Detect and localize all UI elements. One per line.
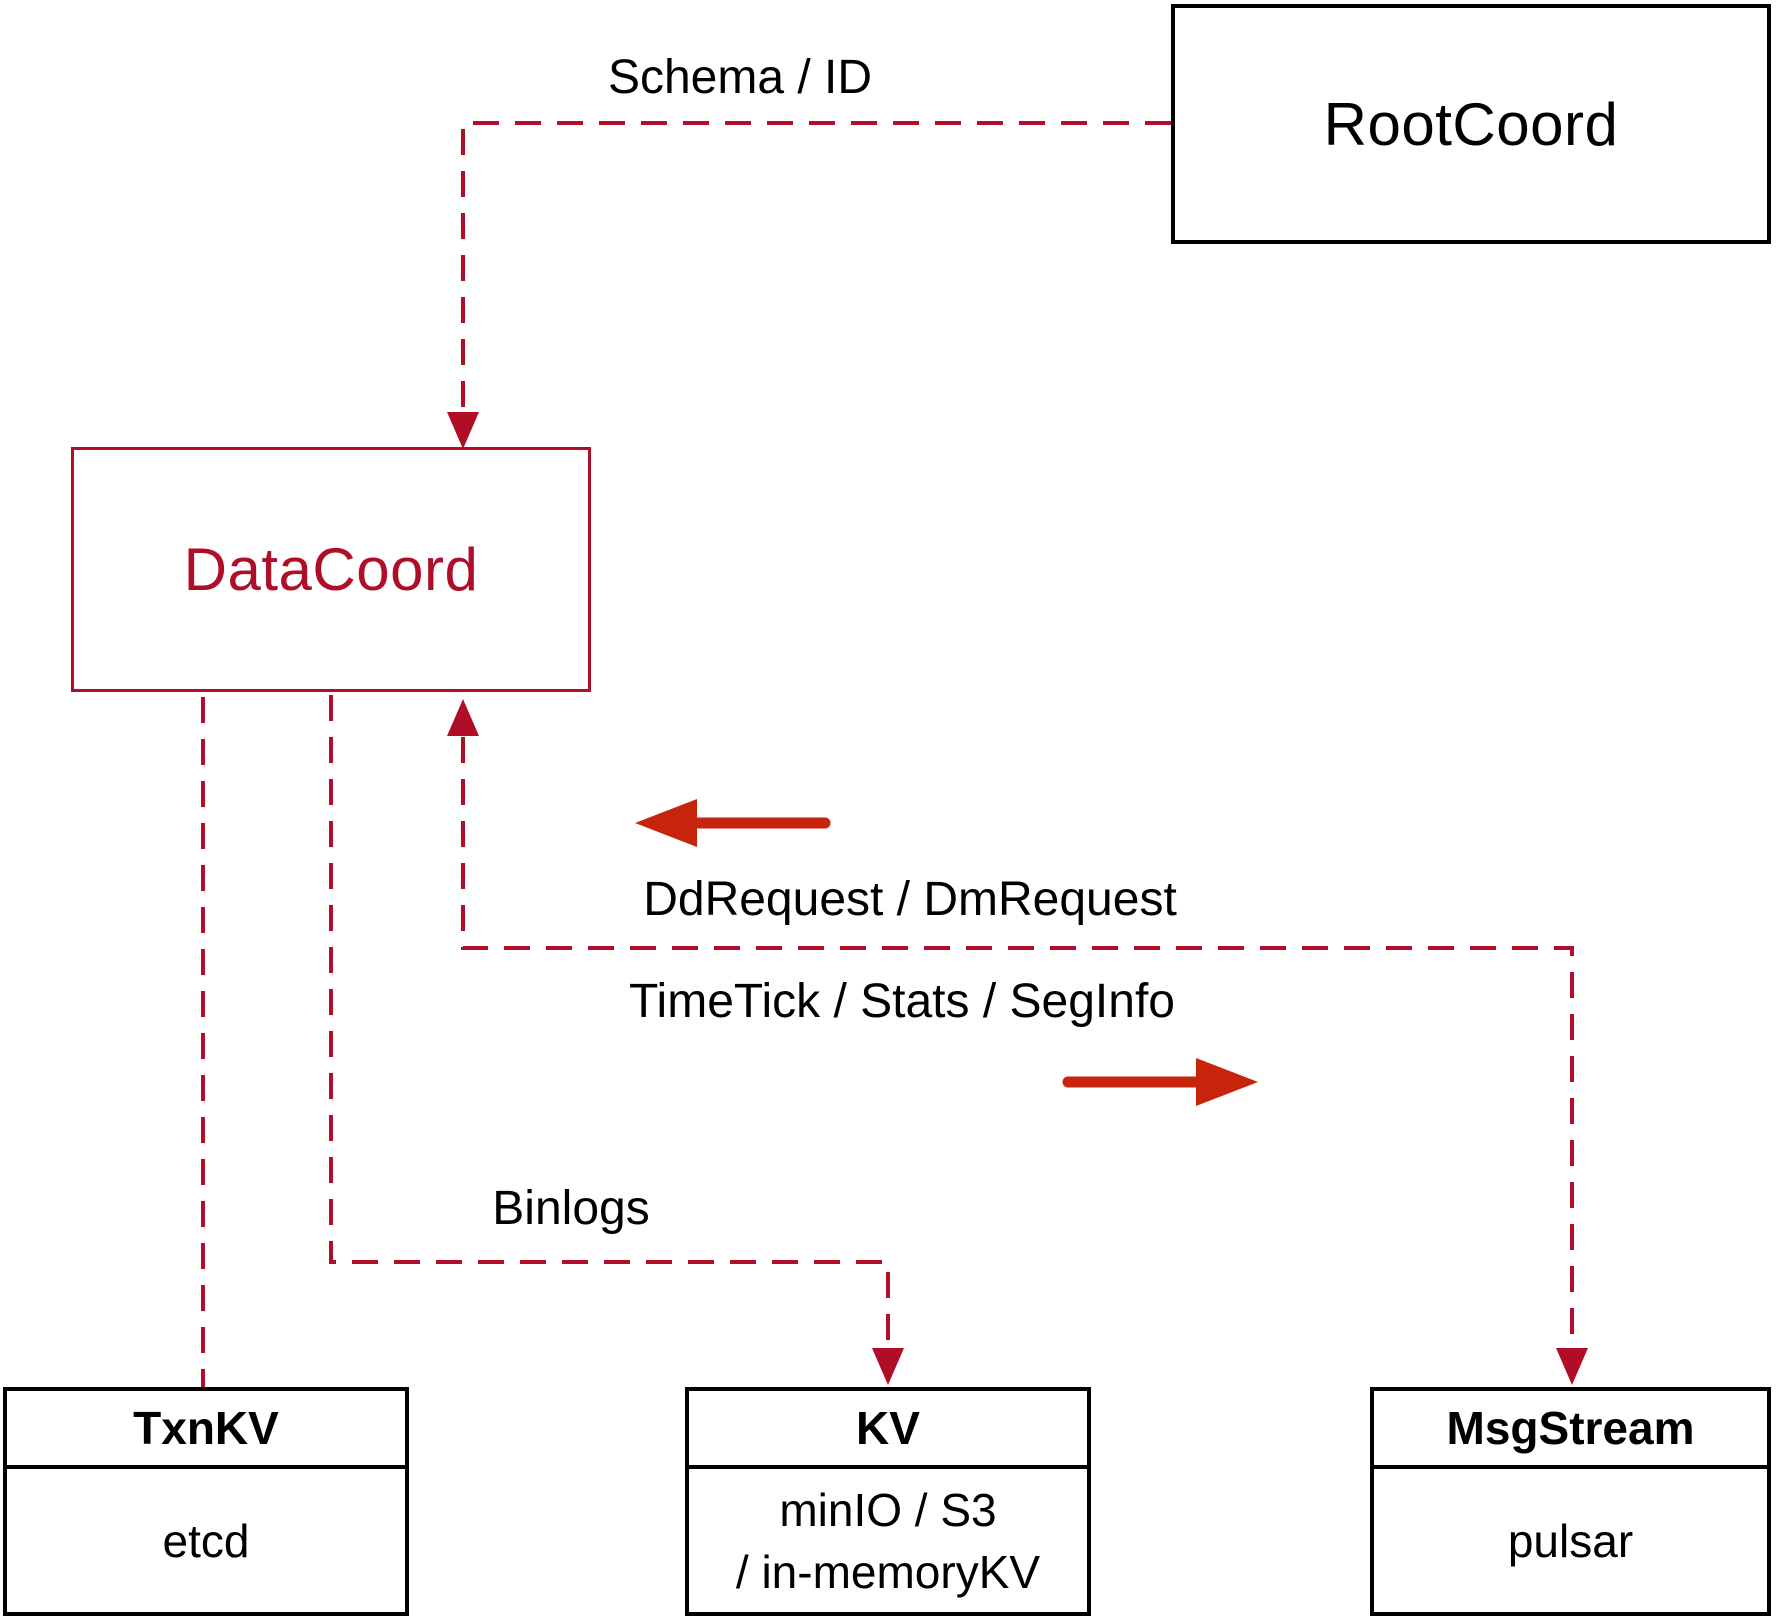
msgstream-body: pulsar <box>1507 1514 1634 1567</box>
binlogs-edge-label: Binlogs <box>492 1182 650 1235</box>
txnkv-title: TxnKV <box>7 1391 405 1469</box>
txnkv-box: TxnKV etcd <box>3 1387 409 1616</box>
kv-body-line2: / in-memoryKV <box>735 1545 1041 1598</box>
ddrequest-edge-label: DdRequest / DmRequest <box>643 873 1177 926</box>
rootcoord-label: RootCoord <box>1323 90 1619 158</box>
kv-body-line1: minIO / S3 <box>779 1483 997 1536</box>
msgstream-title: MsgStream <box>1374 1391 1767 1469</box>
ddrequest-timetick-edge <box>461 737 1574 1350</box>
msgstream-box: MsgStream pulsar <box>1370 1387 1771 1616</box>
kv-title: KV <box>689 1391 1087 1469</box>
datacoord-box: DataCoord <box>71 447 591 692</box>
left-arrow-head <box>635 799 697 847</box>
timetick-edge-label: TimeTick / Stats / SegInfo <box>629 975 1175 1028</box>
schema-id-edge <box>461 121 1171 414</box>
rootcoord-box: RootCoord <box>1171 4 1771 244</box>
arrowhead-into-msgstream-top-icon <box>1556 1348 1588 1385</box>
left-direction-arrow-icon <box>635 799 831 847</box>
right-direction-arrow-icon <box>1062 1058 1258 1106</box>
arrowhead-into-datacoord-bottom-icon <box>447 699 479 736</box>
txnkv-body: etcd <box>162 1514 250 1567</box>
arrowhead-into-datacoord-top-icon <box>447 412 479 449</box>
schema-id-edge-label: Schema / ID <box>607 51 873 104</box>
arrowhead-into-kv-top-icon <box>872 1348 904 1385</box>
right-arrow-head <box>1196 1058 1258 1106</box>
binlogs-edge <box>329 695 890 1350</box>
kv-box: KV minIO / S3 / in-memoryKV <box>685 1387 1091 1616</box>
datacoord-label: DataCoord <box>183 536 479 603</box>
